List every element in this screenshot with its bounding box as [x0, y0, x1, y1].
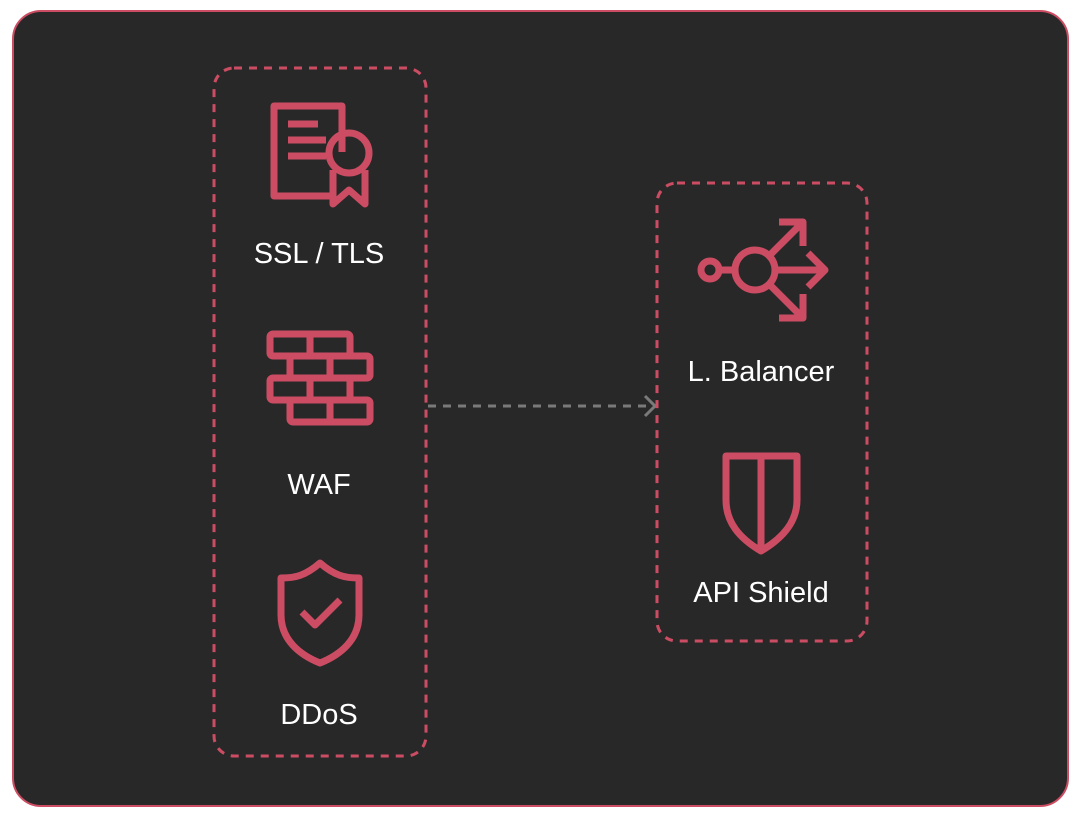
origin-services-group	[655, 181, 869, 643]
shield-check-icon	[277, 559, 363, 667]
waf-label: WAF	[287, 469, 350, 501]
load-balancer-label: L. Balancer	[688, 356, 835, 388]
diagram-frame	[12, 10, 1069, 807]
api-shield-label: API Shield	[693, 577, 828, 609]
edge-security-group	[212, 66, 428, 758]
certificate-icon	[270, 102, 373, 208]
brick-wall-icon	[266, 330, 374, 426]
shield-icon	[722, 452, 801, 555]
ssl-tls-label: SSL / TLS	[254, 238, 385, 270]
load-balancer-icon	[697, 218, 829, 322]
ddos-label: DDoS	[280, 699, 357, 731]
connector-arrow	[428, 394, 658, 418]
